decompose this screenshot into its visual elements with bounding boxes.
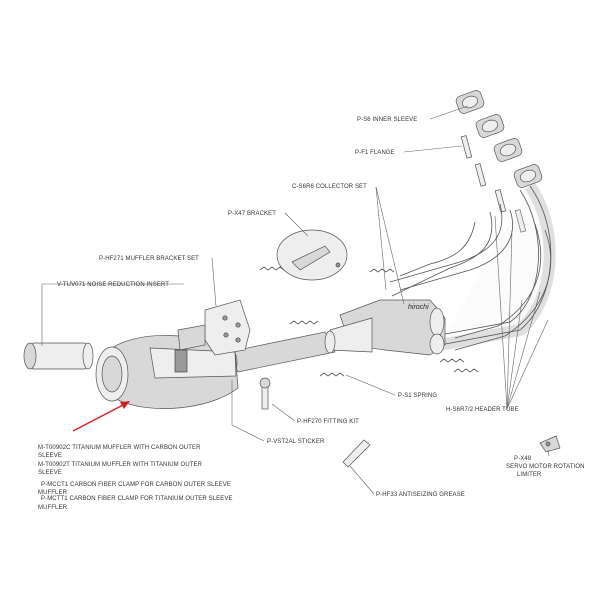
inner-sleeves	[460, 135, 527, 233]
label-servo-limiter-line3: LIMITER	[517, 472, 542, 478]
label-muffler-titanium-line2: SLEEVE	[38, 470, 62, 476]
label-flange: P-F1 FLANGE	[355, 150, 395, 156]
muffler-bracket	[177, 299, 251, 356]
label-noise-insert: V-TUV071 NOISE REDUCTION INSERT	[57, 282, 169, 288]
label-header-tube: H-S6R7/2 HEADER TUBE	[446, 407, 519, 413]
muffler	[95, 335, 239, 409]
noise-reduction-insert	[23, 342, 94, 370]
header-tubes	[389, 182, 556, 351]
label-clamp-carbon-line2: MUFFLER	[38, 490, 68, 496]
label-servo-limiter-line1: P-X48	[514, 456, 532, 462]
bracket-px47	[276, 229, 348, 281]
label-clamp-titanium-line1: P-MCTT1 CARBON FIBER CLAMP FOR TITANIUM …	[41, 496, 233, 502]
leader-lines	[41, 105, 550, 495]
label-servo-limiter-line2: SERVO MOTOR ROTATION	[506, 464, 585, 470]
flanges	[455, 90, 543, 188]
label-bracket: P-X47 BRACKET	[228, 211, 276, 217]
label-collector-set: C-S6R6 COLLECTOR SET	[292, 184, 367, 190]
label-clamp-titanium-line2: MUFFLER	[38, 505, 68, 511]
label-inner-sleeve: P-S6 INNER SLEEVE	[357, 117, 417, 123]
label-muffler-carbon-line1: M-T00902C TITANIUM MUFFLER WITH CARBON O…	[38, 445, 201, 451]
label-muffler-titanium-line1: M-T00902T TITANIUM MUFFLER WITH TITANIUM…	[38, 462, 203, 468]
label-clamp-carbon-line1: P-MCCT1 CARBON FIBER CLAMP FOR CARBON OU…	[41, 482, 231, 488]
collector-set	[329, 299, 446, 356]
servo-limiter	[539, 435, 561, 453]
fitting-kit	[259, 377, 271, 410]
watermark: hirochi	[408, 304, 429, 311]
red-arrow	[72, 401, 130, 432]
label-spring: P-S1 SPRING	[398, 393, 437, 399]
label-muffler-carbon-line2: SLEEVE	[38, 453, 62, 459]
label-muffler-bracket-set: P-HF271 MUFFLER BRACKET SET	[99, 256, 199, 262]
label-fitting-kit: P-HF270 FITTING KIT	[297, 419, 359, 425]
label-sticker: P-VST2AL STICKER	[267, 439, 325, 445]
springs	[259, 266, 479, 377]
label-grease: P-HF33 ANTISEIZING GREASE	[376, 492, 465, 498]
grease-tube	[342, 439, 371, 468]
